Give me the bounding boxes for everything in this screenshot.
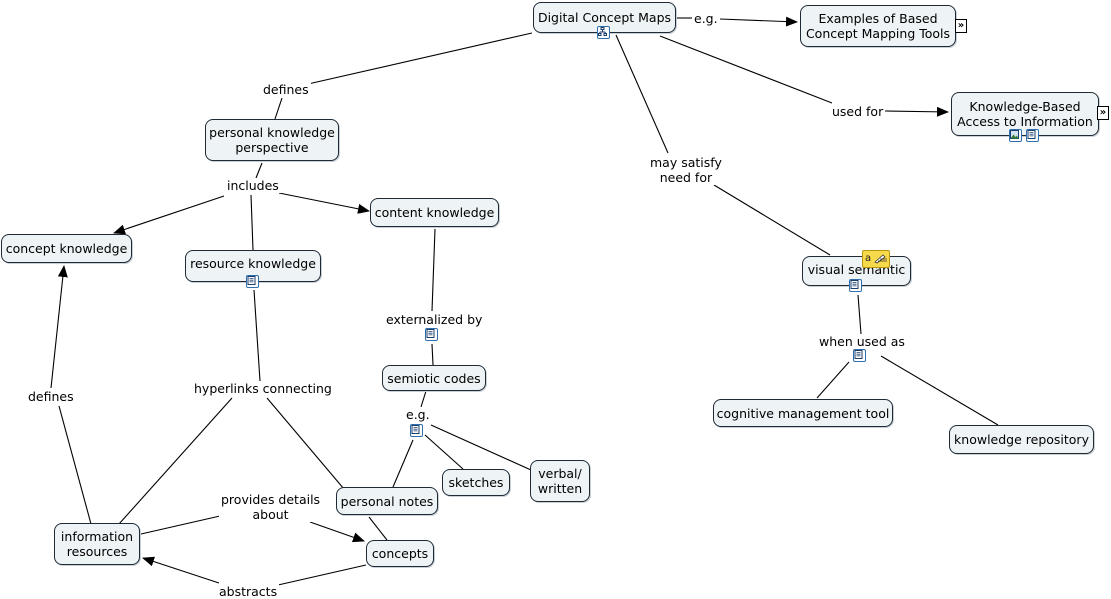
node-information-resources[interactable]: information resources: [54, 523, 140, 565]
link-line: [113, 195, 225, 235]
link-line: [816, 361, 850, 399]
link-label-provides-details: provides details about: [219, 492, 323, 522]
document-resource-icon[interactable]: [425, 328, 438, 341]
annotation-note-icon[interactable]: a: [862, 250, 890, 268]
link-line: [431, 228, 436, 312]
link-line: [58, 405, 92, 525]
node-content-knowledge[interactable]: content knowledge: [370, 198, 499, 227]
image-resource-icon[interactable]: [1009, 129, 1022, 142]
node-semiotic-codes[interactable]: semiotic codes: [382, 365, 486, 391]
link-label-externalized-by: externalized by: [384, 312, 485, 327]
link-line: [392, 439, 414, 488]
link-line: [278, 192, 370, 214]
link-label-eg-mid: e.g.: [404, 407, 432, 422]
link-line: [250, 194, 254, 251]
document-resource-icon[interactable]: [410, 424, 423, 437]
link-line: [431, 343, 434, 366]
document-resource-icon[interactable]: [246, 275, 259, 288]
link-label-used-for: used for: [830, 104, 886, 119]
link-line: [266, 397, 345, 490]
node-verbal-written[interactable]: verbal/ written: [530, 460, 590, 502]
expand-chevron-icon[interactable]: »: [1097, 106, 1109, 120]
link-line: [420, 390, 427, 408]
link-line: [118, 397, 233, 525]
link-line: [309, 521, 365, 543]
document-resource-icon[interactable]: [853, 349, 866, 362]
submap-icon[interactable]: [597, 26, 610, 39]
node-sketches[interactable]: sketches: [442, 469, 510, 496]
link-line: [368, 516, 388, 541]
link-line: [277, 564, 367, 586]
link-line: [719, 16, 798, 27]
link-line: [307, 32, 533, 85]
node-concept-knowledge[interactable]: concept knowledge: [1, 234, 132, 263]
link-label-hyperlinks-connecting: hyperlinks connecting: [192, 381, 334, 396]
node-examples-tools[interactable]: Examples of Based Concept Mapping Tools: [800, 5, 956, 47]
document-resource-icon[interactable]: [1026, 129, 1039, 142]
link-label-abstracts: abstracts: [217, 584, 280, 599]
link-line: [140, 515, 221, 535]
link-line: [615, 34, 669, 154]
node-cognitive-management-tool[interactable]: cognitive management tool: [713, 399, 893, 427]
link-line: [253, 289, 261, 382]
link-line: [659, 35, 833, 104]
link-label-defines-left: defines: [26, 389, 76, 404]
node-concepts[interactable]: concepts: [366, 540, 434, 567]
link-line: [857, 294, 862, 335]
node-personal-knowledge-perspective[interactable]: personal knowledge perspective: [205, 119, 339, 161]
link-line: [880, 355, 999, 426]
node-knowledge-based-access[interactable]: Knowledge-Based Access to Information: [951, 92, 1099, 136]
document-resource-icon[interactable]: [849, 279, 862, 292]
link-label-may-satisfy: may satisfy need for: [648, 155, 724, 185]
link-line: [274, 97, 283, 120]
link-line: [255, 162, 263, 179]
annotation-note-text: a: [865, 253, 872, 264]
link-line: [713, 184, 831, 256]
link-label-eg: e.g.: [692, 11, 720, 26]
link-label-includes: includes: [225, 178, 281, 193]
link-line: [142, 556, 220, 584]
link-label-defines: defines: [261, 82, 311, 97]
expand-chevron-icon[interactable]: »: [955, 19, 967, 33]
node-knowledge-repository[interactable]: knowledge repository: [949, 425, 1094, 454]
node-personal-notes[interactable]: personal notes: [336, 487, 438, 515]
link-line: [884, 106, 949, 117]
link-line: [50, 265, 68, 389]
link-label-when-used-as: when used as: [817, 334, 907, 349]
link-line: [430, 424, 532, 471]
link-line: [424, 434, 464, 470]
